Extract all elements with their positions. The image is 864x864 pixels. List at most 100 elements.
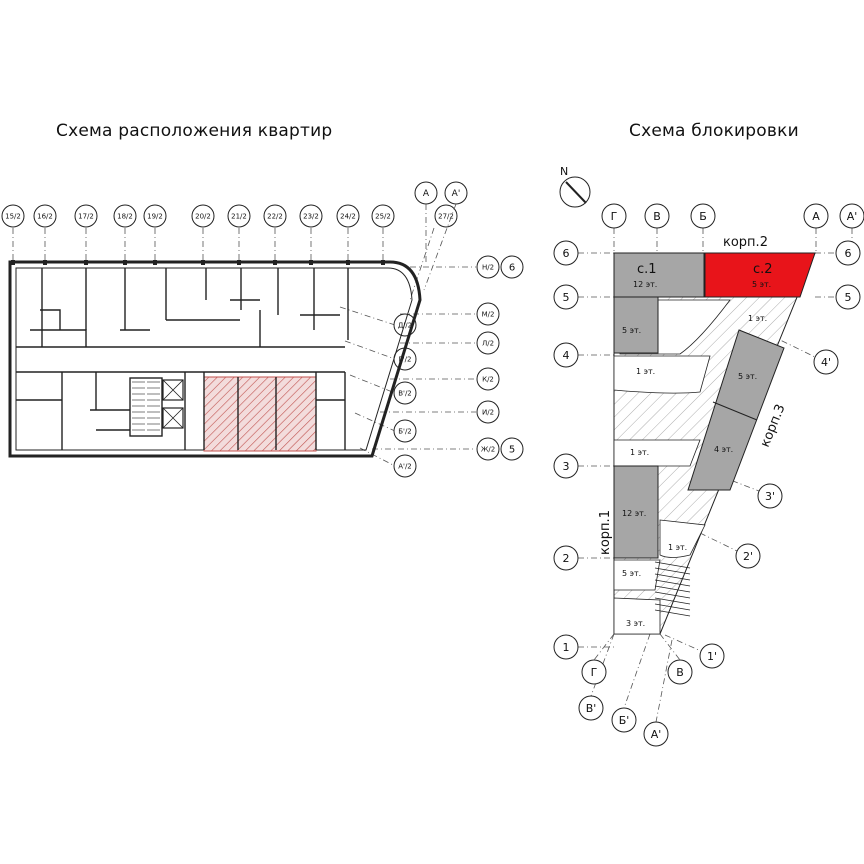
right-number-6: 6 (500, 255, 524, 279)
bs-diag-axis-0: 4' (813, 349, 839, 375)
bs-step-7 (654, 603, 691, 611)
section-1-block[interactable] (613, 252, 705, 298)
bs-diag-axis-2: 2' (735, 543, 761, 569)
bs-bottom-axis-line-0 (593, 633, 615, 661)
north-label: N (560, 165, 568, 178)
lift-shaft (162, 379, 184, 401)
corp-3-label: корп.3 (758, 402, 789, 449)
bs-right-axis-0-label: 6 (845, 247, 852, 260)
bs-left-axis-5-label: 1 (563, 641, 570, 654)
top-axis-bubble-2: 17/2 (74, 204, 98, 228)
floors-d: 5 эт. (738, 372, 757, 381)
bs-bottom-axis-line-3 (623, 633, 651, 709)
axis-line-11 (409, 227, 435, 301)
bs-diag-axis-line-3 (664, 634, 702, 652)
bs-diag-axis-3-label: 1' (707, 650, 717, 663)
floors-g: 12 эт. (622, 509, 646, 518)
stair-core (129, 377, 163, 437)
bs-step-3 (654, 579, 691, 587)
right-axis-bubble-1-label: М/2 (482, 311, 495, 319)
bs-top-axis-4-label: А' (847, 210, 858, 223)
right-axis-bubble-9-label: Ж/2 (481, 446, 495, 454)
right-axis-bubble-4-label: Г'/2 (398, 356, 411, 364)
bs-step-6 (654, 597, 691, 605)
top-axis-bubble-6: 21/2 (227, 204, 251, 228)
bs-diag-axis-line-2 (699, 532, 738, 552)
bs-bottom-axis-0: Г (581, 659, 607, 685)
right-axis-bubble-8: Б'/2 (393, 419, 417, 443)
right-axis-bubble-3: Л/2 (476, 331, 500, 355)
top-axis-bubble-0: 15/2 (1, 204, 25, 228)
bs-right-axis-1-label: 5 (845, 291, 852, 304)
right-axis-bubble-8-label: Б'/2 (398, 428, 412, 436)
bs-bottom-axis-4: А' (643, 721, 669, 747)
bs-diag-axis-1-label: 3' (765, 490, 775, 503)
top-axis-bubble-8-label: 23/2 (303, 213, 319, 221)
bs-right-axis-0: 6 (835, 240, 861, 266)
bs-step-2 (654, 573, 691, 581)
top-axis-bubble-4: 19/2 (143, 204, 167, 228)
section-2-label: с.2 (753, 262, 773, 277)
top-axis-bubble-5: 20/2 (191, 204, 215, 228)
bs-diag-axis-line-0 (769, 334, 816, 358)
top-axis-bubble-9: 24/2 (336, 204, 360, 228)
north-arrow: N (559, 165, 591, 208)
corner-axis-a-label: А (423, 189, 430, 199)
right-number-6-label: 6 (509, 263, 515, 274)
right-axis-bubble-6-label: В'/2 (398, 390, 412, 398)
top-axis-bubble-7: 22/2 (263, 204, 287, 228)
building-outline (8, 260, 422, 458)
bs-step-8 (654, 609, 691, 617)
top-axis-bubble-7-label: 22/2 (267, 213, 283, 221)
section-2-highlight[interactable] (704, 252, 816, 298)
bs-bottom-axis-1: В (667, 659, 693, 685)
bs-top-axis-3: А (803, 203, 829, 229)
bs-top-axis-3-label: А (812, 210, 820, 223)
right-axis-bubble-9: Ж/2 (476, 437, 500, 461)
bs-top-axis-2-label: Б (699, 210, 707, 223)
floors-a: 1 эт. (748, 314, 767, 323)
top-axis-bubble-4-label: 19/2 (147, 213, 163, 221)
top-axis-bubble-6-label: 21/2 (231, 213, 247, 221)
bs-left-axis-1: 5 (553, 284, 579, 310)
section-1-floors: 12 эт. (633, 280, 657, 289)
top-axis-bubble-11: 27/2 (434, 204, 458, 228)
right-axis-bubble-1: М/2 (476, 302, 500, 326)
right-axis-bubble-7: И/2 (476, 400, 500, 424)
bs-step-0 (654, 561, 691, 569)
bs-right-axis-1: 5 (835, 284, 861, 310)
bs-bottom-axis-2: В' (578, 695, 604, 721)
corner-axis-a: А (414, 181, 438, 205)
block-scheme: N с.1 12 эт. с.2 5 эт. корп.2 1 эт. 5 эт… (553, 165, 864, 747)
top-axis-bubble-5-label: 20/2 (195, 213, 211, 221)
top-axis-bubble-0-label: 15/2 (5, 213, 21, 221)
bs-left-axis-5: 1 (553, 634, 579, 660)
bs-top-axis-1-label: В (653, 210, 661, 223)
right-axis-bubble-0: Н/2 (476, 255, 500, 279)
right-axis-bubble-0-label: Н/2 (482, 264, 494, 272)
corp-1-label: корп.1 (598, 510, 613, 555)
right-axis-bubble-6: В'/2 (393, 381, 417, 405)
right-axis-line-4 (344, 340, 396, 360)
right-axis-bubble-5-label: К/2 (482, 376, 494, 384)
selected-apartment[interactable] (203, 376, 317, 452)
bs-left-axis-2-label: 4 (563, 349, 570, 362)
bs-left-axis-4-label: 2 (563, 552, 570, 565)
top-axis-bubble-11-label: 27/2 (438, 213, 454, 221)
right-axis-line-6 (349, 374, 396, 394)
floors-e: 1 эт. (630, 448, 649, 457)
bs-step-4 (654, 585, 691, 593)
section-2-floors: 5 эт. (752, 280, 771, 289)
top-axis-bubble-1-label: 16/2 (37, 213, 53, 221)
bs-bottom-axis-3-label: Б' (619, 714, 630, 727)
bs-left-axis-3: 3 (553, 453, 579, 479)
bs-left-axis-0: 6 (553, 240, 579, 266)
bs-bottom-axis-line-2 (590, 633, 615, 697)
bs-bottom-axis-4-label: А' (651, 728, 662, 741)
lift-shaft-2 (162, 407, 184, 429)
bs-left-axis-1-label: 5 (563, 291, 570, 304)
floors-j: 3 эт. (626, 619, 645, 628)
bs-top-axis-2: Б (690, 203, 716, 229)
top-axis-bubble-3: 18/2 (113, 204, 137, 228)
corner-axis-a-prime: А' (444, 181, 468, 205)
